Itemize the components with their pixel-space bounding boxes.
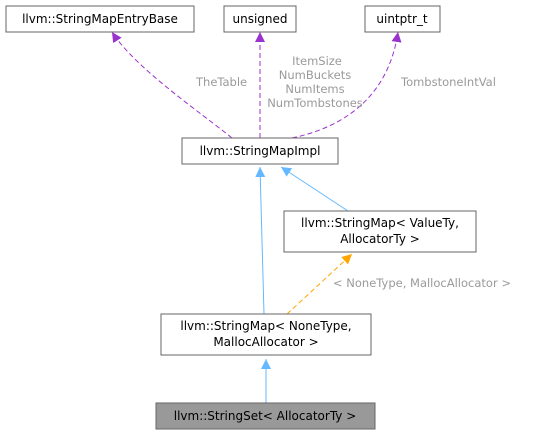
edge-label-tombstone: TombstoneIntVal: [400, 75, 496, 89]
edge-label-thetable: TheTable: [195, 75, 247, 89]
edge-stringmap-nonetype-to-impl: [255, 166, 266, 315]
node-label: unsigned: [232, 12, 287, 26]
node-stringmapentrybase[interactable]: llvm::StringMapEntryBase: [5, 5, 195, 33]
node-unsigned[interactable]: unsigned: [223, 5, 297, 33]
node-stringmap-template[interactable]: llvm::StringMap< ValueTy, AllocatorTy >: [283, 210, 477, 253]
edge-tombstone: [291, 31, 402, 139]
node-label-line2: MallocAllocator >: [213, 335, 318, 349]
node-stringset[interactable]: llvm::StringSet< AllocatorTy >: [155, 402, 376, 430]
node-label: llvm::StringMapImpl: [200, 144, 321, 158]
node-label: uintptr_t: [376, 12, 428, 26]
node-label: llvm::StringSet< AllocatorTy >: [174, 409, 357, 423]
edge-label-template-args: < NoneType, MallocAllocator >: [333, 276, 511, 290]
node-label-line1: llvm::StringMap< NoneType,: [180, 319, 351, 333]
node-label-line2: AllocatorTy >: [340, 232, 420, 246]
edge-label-numtombstones: NumTombstones: [267, 96, 363, 110]
node-uintptr-t[interactable]: uintptr_t: [364, 5, 441, 33]
edge-thetable: [111, 31, 233, 139]
node-label-line1: llvm::StringMap< ValueTy,: [301, 216, 459, 230]
edge-label-numitems: NumItems: [285, 82, 344, 96]
edge-label-itemsize: ItemSize: [292, 54, 342, 68]
node-stringmap-nonetype[interactable]: llvm::StringMap< NoneType, MallocAllocat…: [160, 313, 372, 356]
edge-template-instance: [286, 253, 353, 315]
edge-label-numbuckets: NumBuckets: [279, 68, 351, 82]
node-stringmapimpl[interactable]: llvm::StringMapImpl: [181, 137, 339, 165]
edge-stringmap-template-to-impl: [280, 166, 349, 212]
node-label: llvm::StringMapEntryBase: [22, 12, 178, 26]
